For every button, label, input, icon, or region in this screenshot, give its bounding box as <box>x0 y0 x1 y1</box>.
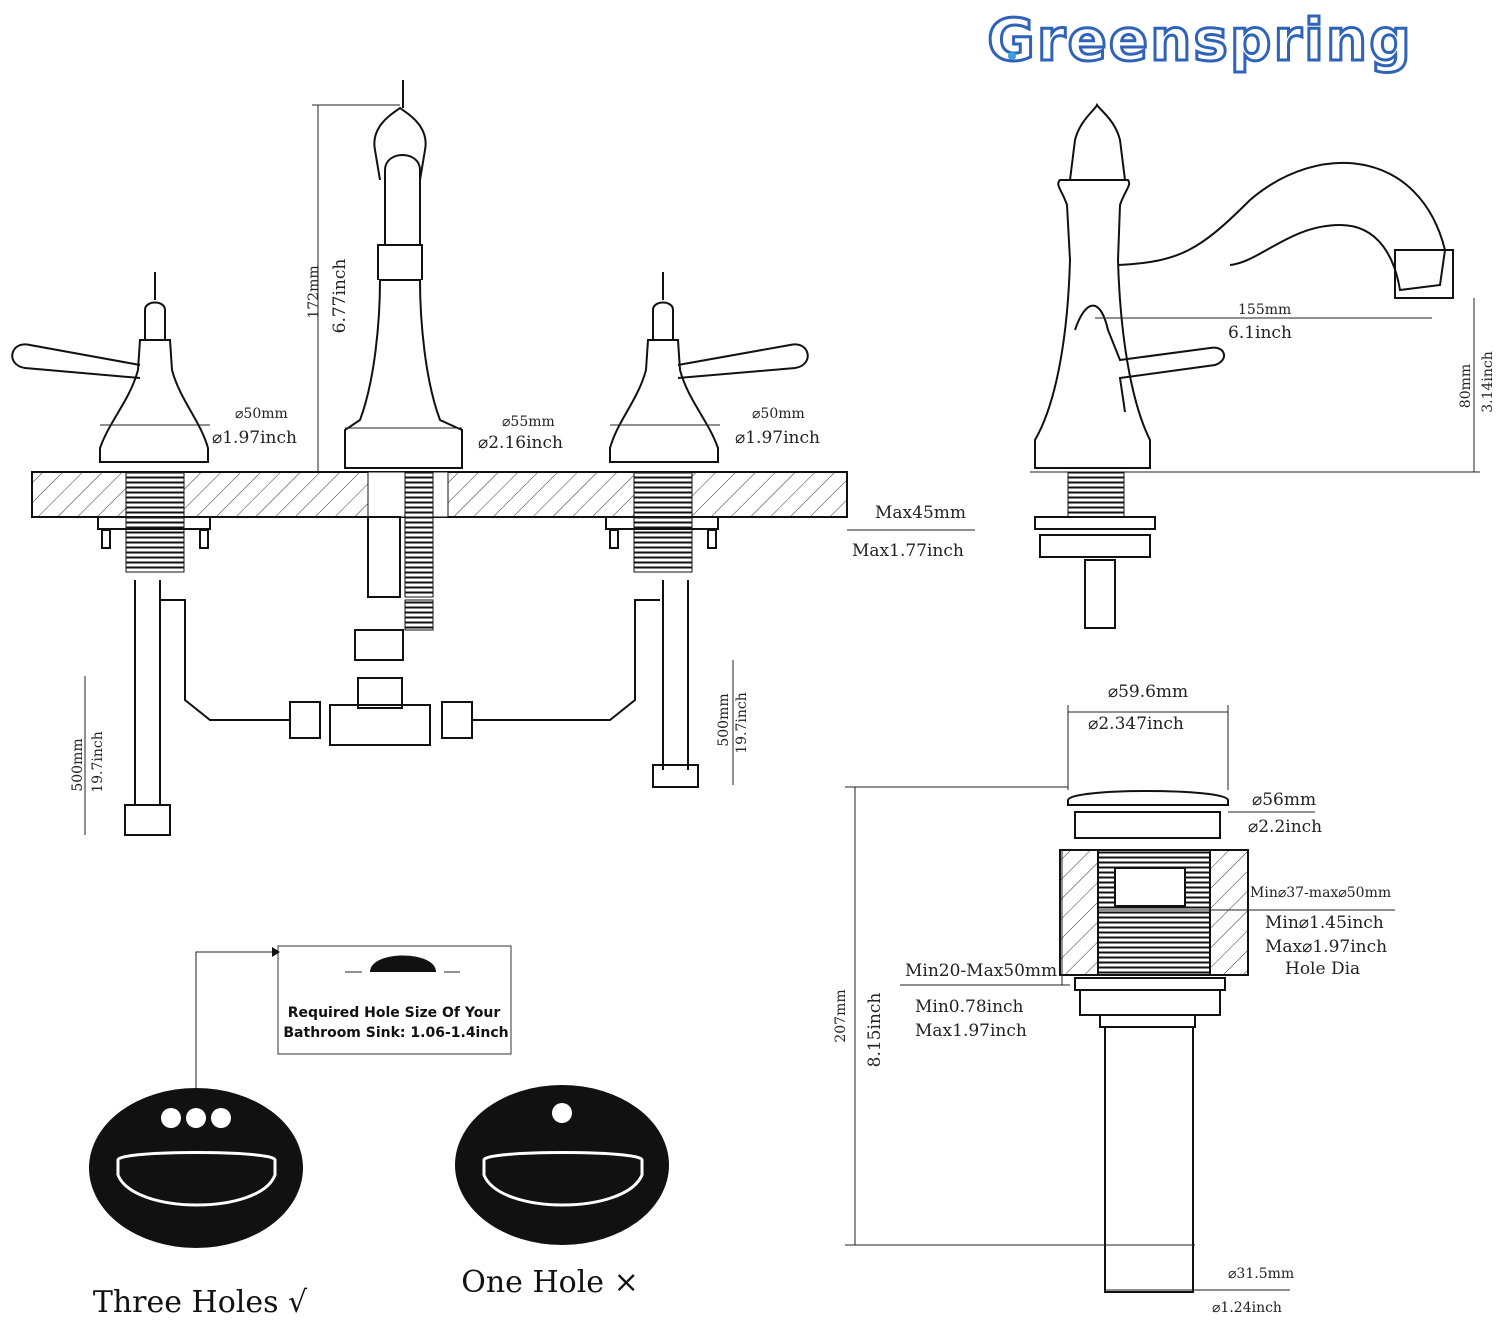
svg-text:500mm: 500mm <box>716 693 732 746</box>
svg-text:500mm: 500mm <box>70 738 86 791</box>
water-drop-icon <box>1008 52 1016 60</box>
three-holes-label: Three Holes √ <box>93 1285 308 1320</box>
svg-text:⌀1.97inch: ⌀1.97inch <box>212 428 297 448</box>
svg-text:Greenspring: Greenspring <box>987 6 1413 74</box>
svg-text:⌀50mm: ⌀50mm <box>752 406 805 422</box>
svg-text:⌀2.16inch: ⌀2.16inch <box>478 433 563 453</box>
drain-assembly: ⌀59.6mm ⌀2.347inch ⌀56mm ⌀2.2inch Min⌀37… <box>833 682 1395 1316</box>
svg-text:⌀59.6mm: ⌀59.6mm <box>1108 682 1188 702</box>
svg-text:80mm: 80mm <box>1458 364 1474 408</box>
counter-section <box>31 471 848 518</box>
hole-icon <box>370 955 436 972</box>
svg-text:⌀1.97inch: ⌀1.97inch <box>735 428 820 448</box>
sink-hole-note: Required Hole Size Of Your Bathroom Sink… <box>195 945 512 1090</box>
svg-text:Hole Dia: Hole Dia <box>1285 959 1360 979</box>
svg-text:⌀31.5mm: ⌀31.5mm <box>1228 1266 1294 1282</box>
svg-text:⌀50mm: ⌀50mm <box>235 406 288 422</box>
svg-text:⌀2.347inch: ⌀2.347inch <box>1088 714 1184 734</box>
left-handle <box>11 272 211 573</box>
svg-text:6.77inch: 6.77inch <box>330 259 350 334</box>
svg-text:8.15inch: 8.15inch <box>865 993 885 1068</box>
svg-text:19.7inch: 19.7inch <box>734 692 750 754</box>
svg-text:Min0.78inch: Min0.78inch <box>915 997 1024 1017</box>
center-spout <box>344 80 463 661</box>
brand-logo: Greenspring <box>986 5 1413 76</box>
svg-text:⌀2.2inch: ⌀2.2inch <box>1248 817 1322 837</box>
one-hole-sink: One Hole × <box>455 1085 669 1300</box>
svg-text:⌀55mm: ⌀55mm <box>502 414 555 430</box>
svg-text:19.7inch: 19.7inch <box>90 731 106 793</box>
svg-text:Max⌀1.97inch: Max⌀1.97inch <box>1265 937 1387 957</box>
svg-text:3.14inch: 3.14inch <box>1480 351 1496 413</box>
svg-text:172mm: 172mm <box>306 265 322 318</box>
svg-text:6.1inch: 6.1inch <box>1228 323 1292 343</box>
svg-text:155mm: 155mm <box>1238 302 1291 318</box>
right-handle <box>605 272 809 573</box>
svg-text:Max1.77inch: Max1.77inch <box>852 541 964 561</box>
one-hole-label: One Hole × <box>461 1265 638 1300</box>
svg-text:Min20-Max50mm: Min20-Max50mm <box>905 961 1057 981</box>
note-line-2: Bathroom Sink: 1.06-1.4inch <box>283 1025 508 1041</box>
svg-text:207mm: 207mm <box>833 989 849 1042</box>
three-hole-sink: Three Holes √ <box>89 1088 308 1320</box>
side-view: 155mm 6.1inch 80mm 3.14inch <box>1030 102 1496 629</box>
svg-text:Max1.97inch: Max1.97inch <box>915 1021 1027 1041</box>
svg-text:⌀56mm: ⌀56mm <box>1252 790 1316 810</box>
svg-text:Min⌀1.45inch: Min⌀1.45inch <box>1265 913 1384 933</box>
supply-hoses <box>124 580 699 836</box>
svg-text:⌀1.24inch: ⌀1.24inch <box>1212 1300 1282 1316</box>
front-dimensions: 172mm 6.77inch ⌀50mm ⌀1.97inch ⌀55mm ⌀2.… <box>70 104 975 835</box>
svg-text:Min⌀37-max⌀50mm: Min⌀37-max⌀50mm <box>1250 885 1391 901</box>
svg-text:Max45mm: Max45mm <box>875 503 966 523</box>
note-line-1: Required Hole Size Of Your <box>288 1005 501 1021</box>
